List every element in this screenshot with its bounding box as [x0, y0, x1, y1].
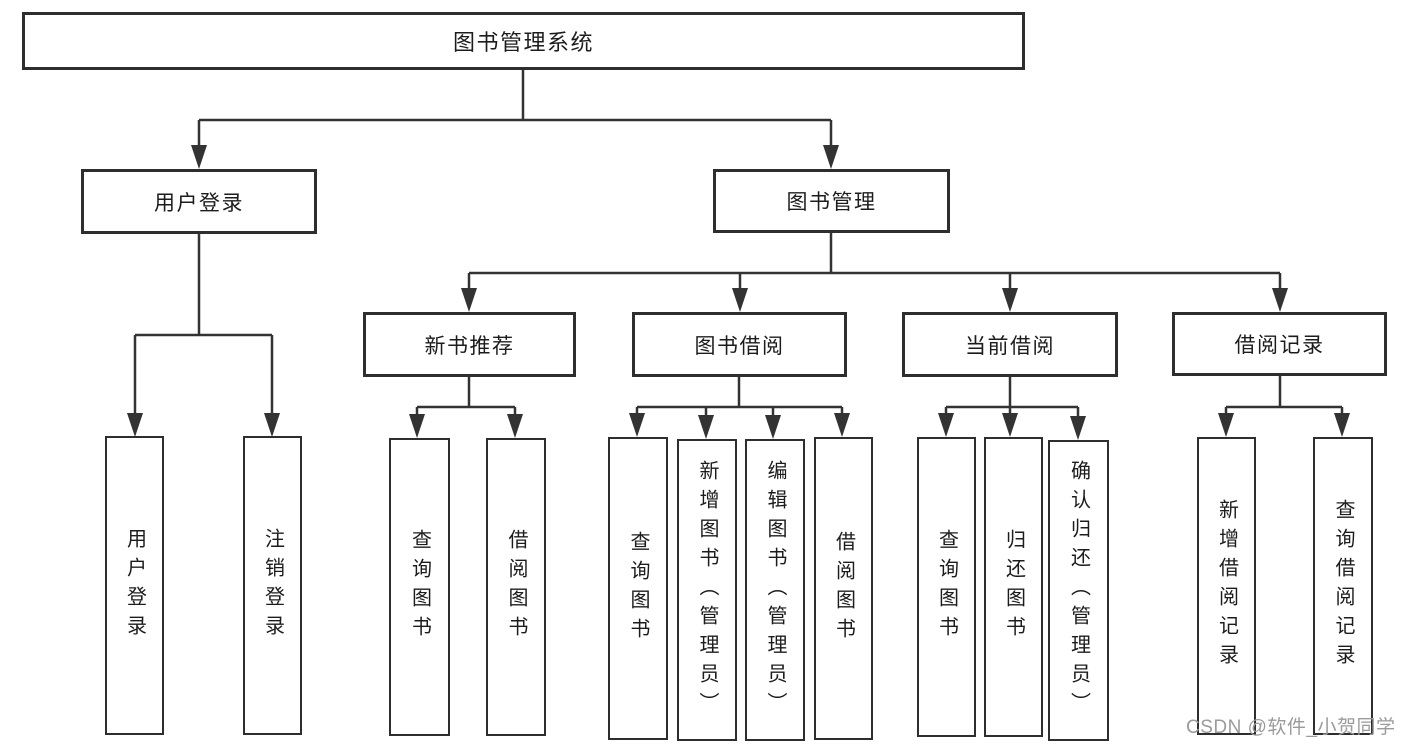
node-label: 编辑图书（管理员）	[764, 459, 786, 721]
node-edit-book-admin: 编辑图书（管理员）	[745, 439, 805, 741]
node-new-book-recommend: 新书推荐	[363, 312, 576, 377]
arrow-down-icon	[409, 414, 425, 438]
arrow-down-icon	[834, 413, 850, 437]
node-label: 借阅图书	[832, 530, 855, 647]
node-label: 当前借阅	[965, 334, 1055, 358]
node-label: 查询图书	[935, 529, 958, 645]
arrow-down-icon	[698, 415, 714, 439]
node-query-book-current: 查询图书	[917, 437, 976, 737]
node-label: 归还图书	[1002, 529, 1025, 645]
node-confirm-return-admin: 确认归还（管理员）	[1048, 440, 1109, 741]
arrow-down-icon	[127, 413, 143, 437]
node-label: 图书管理系统	[452, 30, 594, 55]
arrow-down-icon	[938, 413, 954, 437]
arrow-down-icon	[1218, 413, 1234, 437]
node-label: 注销登录	[261, 527, 284, 644]
node-logout-leaf: 注销登录	[243, 436, 302, 735]
arrow-down-icon	[1334, 413, 1350, 437]
node-query-book-recommend: 查询图书	[389, 438, 450, 736]
node-current-borrow: 当前借阅	[902, 312, 1118, 377]
connector-book-borrow	[635, 377, 844, 417]
connector-root	[197, 70, 833, 147]
arrow-down-icon	[629, 413, 645, 437]
arrow-down-icon	[1002, 288, 1018, 312]
node-add-borrow-record: 新增借阅记录	[1197, 437, 1256, 735]
arrow-down-icon	[461, 288, 477, 312]
node-label: 图书借阅	[694, 334, 785, 358]
node-label: 用户登录	[123, 527, 146, 644]
arrow-down-icon	[732, 288, 748, 312]
node-label: 查询借阅记录	[1332, 499, 1354, 673]
arrow-down-icon	[823, 145, 839, 169]
connector-current-borrow	[944, 377, 1080, 418]
node-borrow-book-recommend: 借阅图书	[486, 438, 546, 736]
arrow-down-icon	[1272, 288, 1288, 312]
node-query-book-borrow: 查询图书	[608, 437, 668, 740]
node-label: 查询图书	[408, 529, 431, 645]
arrow-down-icon	[1070, 416, 1086, 440]
node-library-management-system: 图书管理系统	[22, 12, 1025, 70]
connector-book-management	[467, 233, 1282, 290]
node-label: 查询图书	[627, 530, 649, 647]
arrow-down-icon	[765, 415, 781, 439]
node-user-login: 用户登录	[81, 169, 317, 234]
node-user-login-leaf: 用户登录	[105, 436, 164, 735]
node-return-book: 归还图书	[984, 437, 1043, 737]
connector-user-login	[133, 234, 274, 415]
arrow-down-icon	[191, 145, 207, 169]
node-add-book-admin: 新增图书（管理员）	[677, 439, 737, 741]
node-label: 借阅图书	[505, 529, 527, 645]
node-query-borrow-record: 查询借阅记录	[1313, 437, 1373, 735]
node-book-borrow: 图书借阅	[632, 312, 847, 377]
node-label: 图书管理	[786, 191, 877, 214]
arrow-down-icon	[264, 413, 280, 437]
node-borrow-book-leaf: 借阅图书	[814, 437, 873, 740]
arrow-down-icon	[507, 414, 523, 438]
csdn-watermark: CSDN @软件_小贺同学	[1186, 717, 1396, 738]
node-label: 用户登录	[154, 191, 244, 215]
node-label: 新书推荐	[424, 334, 515, 358]
node-label: 借阅记录	[1234, 334, 1325, 357]
node-label: 新增图书（管理员）	[696, 459, 718, 721]
node-borrow-records: 借阅记录	[1172, 312, 1387, 376]
connector-new-book	[415, 377, 517, 416]
node-label: 确认归还（管理员）	[1067, 460, 1090, 721]
arrow-down-icon	[1002, 413, 1018, 437]
node-label: 新增借阅记录	[1215, 499, 1238, 673]
connector-borrow-records	[1224, 376, 1344, 415]
node-book-management: 图书管理	[713, 169, 950, 233]
